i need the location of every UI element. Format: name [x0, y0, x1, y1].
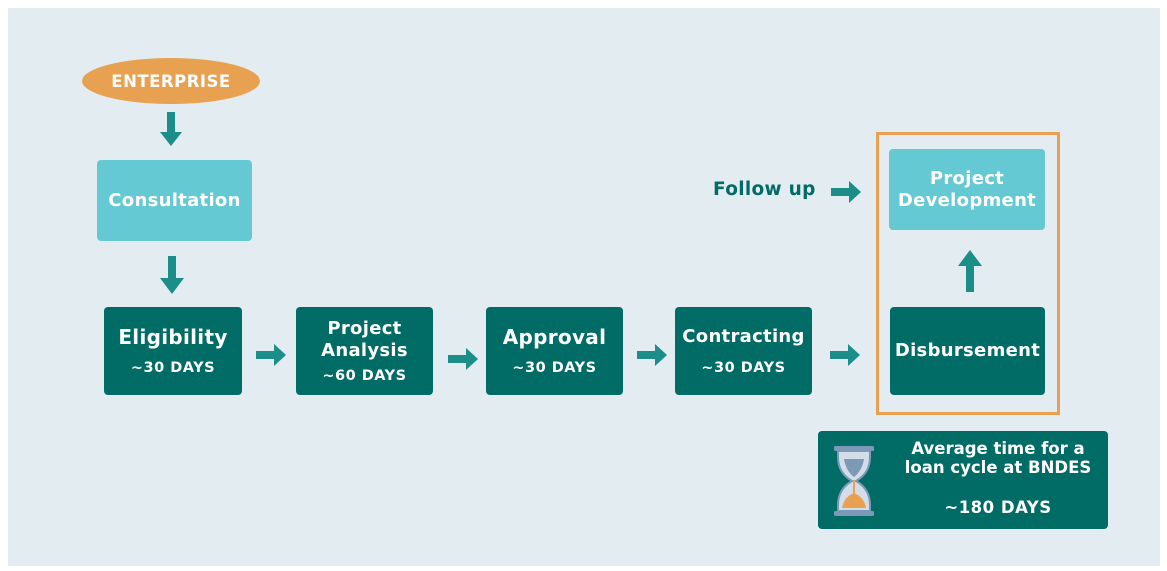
step-title: Project Analysis	[321, 318, 408, 361]
disbursement-node: Disbursement	[890, 307, 1045, 395]
step-title: Approval	[502, 325, 607, 349]
follow-up-label: Follow up	[713, 179, 816, 200]
project-development-label: Project Development	[897, 167, 1037, 211]
step-title: Contracting	[682, 326, 805, 347]
step-contracting: Contracting ~30 DAYS	[675, 307, 812, 395]
step-project-analysis: Project Analysis ~60 DAYS	[296, 307, 433, 395]
disbursement-stage-highlight	[876, 132, 1060, 415]
up-arrow-icon	[958, 250, 982, 292]
right-arrow-icon	[448, 348, 478, 370]
right-arrow-icon	[637, 344, 667, 366]
legend-text: Average time for a loan cycle at BNDES	[904, 439, 1092, 477]
hourglass-icon	[834, 446, 874, 516]
step-duration: ~30 DAYS	[130, 360, 216, 376]
step-duration: ~60 DAYS	[322, 368, 407, 384]
down-arrow-icon	[160, 112, 182, 146]
down-arrow-icon	[160, 256, 184, 294]
enterprise-node: ENTERPRISE	[82, 58, 260, 104]
step-approval: Approval ~30 DAYS	[486, 307, 623, 395]
enterprise-label: ENTERPRISE	[111, 71, 231, 91]
right-arrow-icon	[830, 344, 860, 366]
legend-duration: ~180 DAYS	[944, 498, 1052, 517]
right-arrow-icon	[256, 344, 286, 366]
step-duration: ~30 DAYS	[701, 360, 786, 376]
step-title: Eligibility	[118, 325, 228, 349]
disbursement-label: Disbursement	[894, 340, 1041, 361]
follow-up-text: Follow up	[713, 179, 816, 200]
step-eligibility: Eligibility ~30 DAYS	[104, 307, 242, 395]
diagram-canvas: ENTERPRISE Consultation Eligibility ~30 …	[8, 8, 1160, 566]
consultation-node: Consultation	[97, 160, 252, 241]
step-duration: ~30 DAYS	[512, 360, 597, 376]
project-development-node: Project Development	[889, 149, 1045, 230]
loan-cycle-legend: Average time for a loan cycle at BNDES ~…	[818, 431, 1108, 529]
consultation-label: Consultation	[108, 189, 241, 211]
right-arrow-icon	[831, 181, 861, 203]
